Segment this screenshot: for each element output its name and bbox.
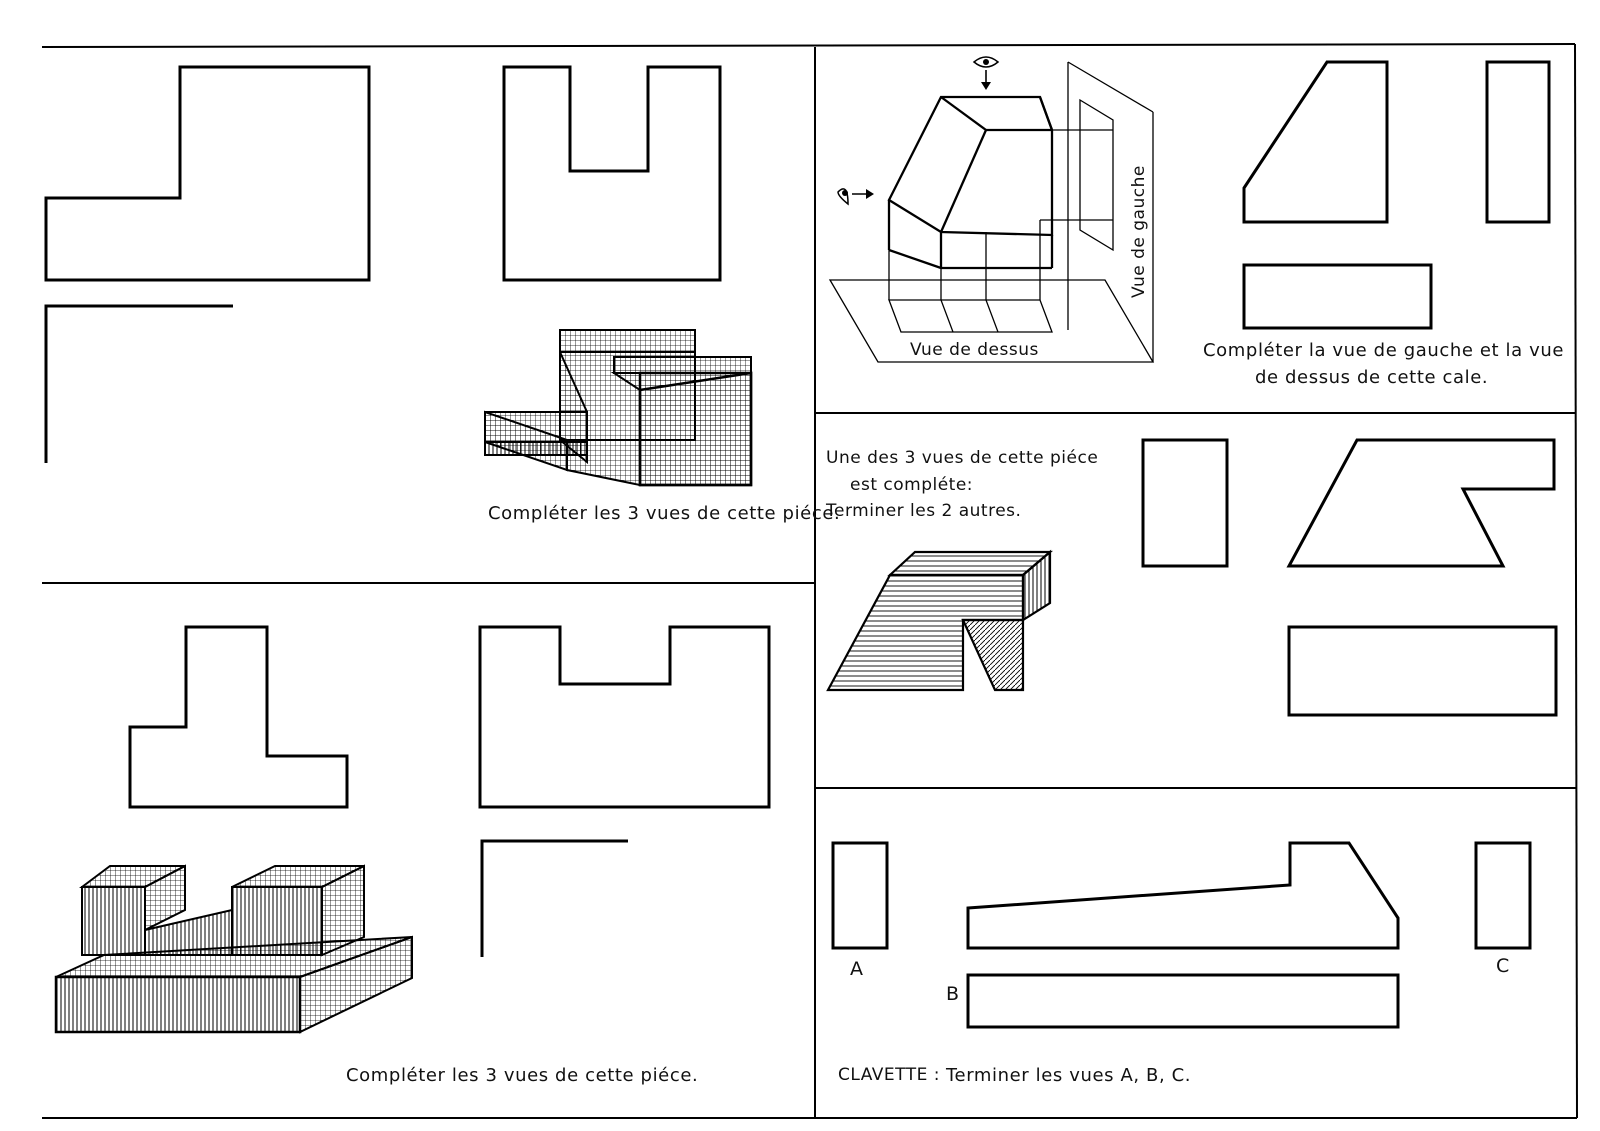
left-view-outline — [1485, 60, 1551, 224]
front-view-stepped — [44, 65, 371, 282]
panel-bottom-left: Compléter les 3 vues de cette piéce. — [54, 625, 771, 1086]
instruction-line-3: Terminer les 2 autres. — [825, 501, 1021, 521]
instruction-line-2: est compléte: — [850, 475, 973, 495]
instruction-line-1: Compléter la vue de gauche et la vue — [1203, 340, 1564, 361]
instruction-text: Compléter les 3 vues de cette piéce. — [488, 503, 840, 524]
top-view-outline — [1242, 263, 1433, 330]
label-left-view: Vue de gauche — [1129, 165, 1149, 298]
top-view-corner — [480, 839, 628, 957]
panel-top-left: Compléter les 3 vues de cette piéce. — [44, 65, 840, 524]
isometric-sketch-2 — [54, 864, 413, 1034]
label-view-b: B — [946, 983, 959, 1005]
view-b-bottom-outline — [966, 973, 1400, 1029]
instruction-text: Compléter les 3 vues de cette piéce. — [346, 1065, 698, 1086]
projection-construction — [828, 61, 1155, 363]
isometric-cale — [887, 95, 1054, 270]
isometric-sketch-3 — [826, 549, 1053, 692]
instruction-line-2: de dessus de cette cale. — [1255, 367, 1488, 388]
instruction-text: Terminer les vues A, B, C. — [945, 1065, 1191, 1086]
front-view-outline — [1141, 438, 1229, 568]
side-view-notched — [478, 625, 771, 809]
panel-top-right: Vue de dessus Vue de gauche Compléter la… — [828, 56, 1564, 388]
view-b-front-key — [966, 841, 1400, 950]
instruction-prefix: CLAVETTE : — [838, 1065, 940, 1085]
view-a-outline — [831, 841, 889, 950]
sheet-frame — [41, 43, 1578, 1119]
panel-middle-right: Une des 3 vues de cette piéce est complé… — [825, 438, 1558, 717]
eye-icon — [837, 188, 874, 206]
label-view-c: C — [1496, 955, 1509, 977]
top-view-outline — [1287, 625, 1558, 717]
front-view-cale — [1242, 60, 1389, 224]
side-view-u-shape — [502, 65, 722, 282]
top-view-corner — [44, 304, 233, 463]
front-view-t-shape — [128, 625, 349, 809]
panel-bottom-right: A B C CLAVETTE : Terminer les vues A, B,… — [831, 841, 1532, 1086]
side-view-complete — [1286, 438, 1556, 568]
isometric-sketch-1 — [484, 329, 753, 487]
label-view-a: A — [850, 958, 863, 980]
label-top-view: Vue de dessus — [910, 340, 1039, 360]
view-c-outline — [1474, 841, 1532, 950]
eye-icon — [972, 56, 1000, 90]
instruction-line-1: Une des 3 vues de cette piéce — [826, 448, 1098, 468]
